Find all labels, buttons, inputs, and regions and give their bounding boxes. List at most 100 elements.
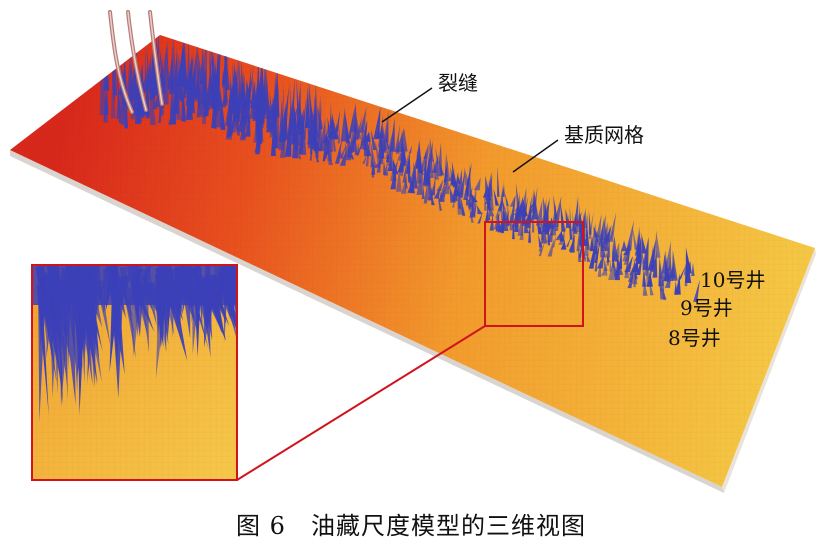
fracture-spike (335, 109, 341, 132)
fracture-spike (269, 97, 277, 120)
inset-fracture-spike (185, 275, 209, 350)
fracture-spike (406, 151, 411, 174)
fracture-spike (590, 241, 599, 263)
inset-fracture-spike (96, 286, 111, 346)
fracture-spike (423, 145, 430, 172)
fracture-spike (263, 55, 266, 116)
fracture-spike (473, 177, 481, 191)
inset-fracture-spike (38, 272, 62, 387)
fracture-spike (578, 235, 584, 258)
fracture-spike (349, 125, 357, 152)
fracture-spike (162, 40, 169, 105)
fracture-spike (209, 62, 217, 109)
fracture-spike (417, 155, 422, 173)
fracture-spike (347, 106, 355, 139)
fracture-spike (433, 186, 441, 199)
fracture-spike (339, 144, 347, 158)
fracture-spike (649, 280, 654, 296)
fracture-spike (634, 244, 641, 262)
fracture-spike (596, 251, 605, 269)
fracture-spike (385, 133, 390, 150)
fracture-spike (616, 251, 620, 265)
fracture-spike (436, 187, 443, 211)
fracture-spike (627, 271, 634, 289)
fracture-spike (309, 98, 316, 147)
fracture-spike (257, 59, 264, 104)
fracture-spike (552, 235, 557, 248)
fracture-spike (542, 196, 550, 225)
fracture-spike (431, 176, 436, 196)
fracture-spike (329, 125, 334, 141)
fracture-spike (401, 174, 408, 194)
fracture-spike (168, 35, 175, 91)
fracture-spike (285, 100, 292, 157)
fracture-spike (423, 150, 427, 181)
fracture-spike (660, 269, 665, 292)
fracture-spike (169, 66, 173, 116)
fracture-spike (354, 115, 363, 141)
fracture-spike (646, 272, 653, 287)
fracture-spike (578, 248, 582, 263)
inset-fracture-spike (78, 284, 93, 349)
fracture-spike (635, 234, 642, 256)
fracture-spike (245, 112, 251, 137)
fracture-spike (389, 149, 396, 172)
fracture-spike (228, 73, 235, 110)
inset-fracture-spike (157, 265, 175, 336)
fracture-spike (427, 140, 434, 173)
fracture-spike (246, 79, 252, 104)
inset-fracture-spike (239, 285, 250, 334)
fracture-spike (297, 148, 302, 160)
fracture-spike (691, 262, 695, 276)
fracture-spike (671, 250, 678, 281)
fracture-spike (521, 200, 527, 226)
fracture-spike (356, 142, 360, 154)
fracture-spike (394, 124, 401, 153)
fracture-spike (470, 192, 478, 203)
fracture-spike (402, 152, 409, 183)
fracture-spike (332, 126, 336, 152)
fracture-spike (236, 71, 244, 113)
fracture-spike (463, 166, 471, 201)
fracture-spike (535, 199, 543, 226)
fracture-spike (385, 132, 393, 159)
fracture-spike (547, 238, 555, 257)
fracture-spike (144, 48, 147, 92)
label-well-8: 8号井 (668, 326, 721, 350)
fracture-spike (628, 265, 635, 276)
fracture-spike (504, 192, 509, 207)
fracture-spike (269, 80, 278, 129)
fracture-spike (334, 138, 343, 164)
fracture-spike (621, 240, 628, 252)
fracture-spike (233, 62, 239, 116)
fracture-spike (320, 119, 323, 129)
fracture-spike (578, 201, 582, 233)
fracture-spike (606, 227, 612, 240)
inset-fracture-spike (219, 271, 224, 316)
fracture-spike (392, 158, 399, 175)
fracture-spike (576, 232, 580, 252)
fracture-spike (387, 159, 393, 171)
fracture-spike (594, 213, 602, 245)
fracture-spike (622, 238, 631, 262)
inset-fracture-spike (39, 290, 63, 343)
fracture-spike (351, 103, 358, 133)
fracture-spike (509, 195, 516, 207)
zoom-inset (31, 264, 250, 481)
fracture-spike (415, 149, 420, 170)
fracture-spike (226, 81, 234, 120)
fracture-spike (146, 54, 152, 88)
fracture-spike (625, 220, 634, 251)
fracture-spike (186, 39, 192, 88)
label-fracture: 裂缝 (438, 71, 478, 95)
fracture-spike (220, 86, 226, 130)
inset-fracture-spike (222, 288, 237, 331)
fracture-spike (423, 180, 428, 204)
fracture-spike (418, 152, 427, 173)
fracture-spike (575, 210, 583, 227)
fracture-spike (586, 252, 591, 262)
fracture-spike (350, 150, 354, 160)
fracture-spike (604, 224, 612, 242)
fracture-spike (322, 119, 329, 162)
fracture-spike (308, 78, 315, 136)
